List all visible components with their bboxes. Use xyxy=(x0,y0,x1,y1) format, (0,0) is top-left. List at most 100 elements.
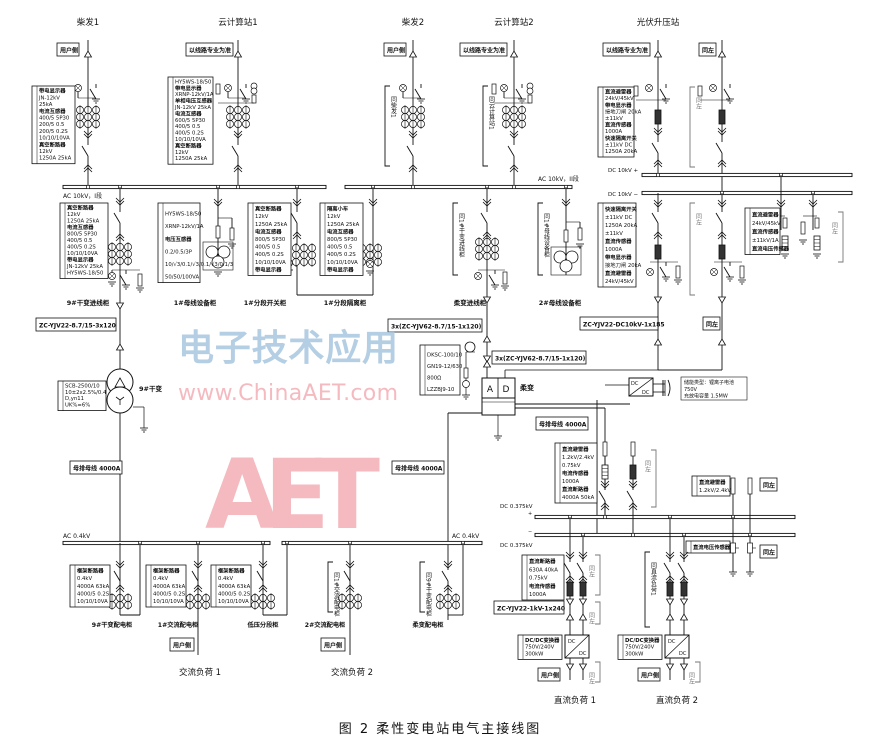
dc-port-label: D xyxy=(503,385,510,395)
same-as-note: 同左 xyxy=(695,213,702,225)
dc-label: DC xyxy=(631,381,639,387)
switch-blade-icon xyxy=(480,212,488,224)
switch-gap xyxy=(656,142,660,153)
plug-connector-icon xyxy=(665,554,675,560)
switch-blade-icon xyxy=(239,88,247,100)
switch-gap xyxy=(682,562,686,573)
spec-line: 400/5 5P30 xyxy=(39,116,70,122)
spec-line: 框架断路器 xyxy=(77,567,104,575)
user-side-tag-text: 用户侧 xyxy=(172,642,191,650)
switch-gap xyxy=(664,88,668,99)
switch-gap xyxy=(603,490,607,501)
same-as-note: 同左 xyxy=(588,672,595,684)
switch-blade-icon xyxy=(659,266,667,278)
spec-line: 直流避雷器 xyxy=(605,269,632,277)
plug-connector-icon xyxy=(565,554,575,560)
per-line-tag-text: 以线路专业为准 xyxy=(189,47,231,55)
dc-up-spec-box xyxy=(554,442,598,504)
spec-line: 10/10/10VA xyxy=(327,260,358,266)
cable-label xyxy=(493,600,565,615)
cable-label xyxy=(579,316,659,331)
cable-terminal-icon xyxy=(408,50,418,58)
spec-line: 4000A 63kA xyxy=(153,584,186,590)
indicator-cross xyxy=(646,85,652,91)
reactor-icon xyxy=(654,109,662,125)
ac9-spec-box xyxy=(69,564,111,608)
ct-icon xyxy=(462,380,470,388)
spec-line: 800/5 5P30 xyxy=(255,237,286,243)
switch-blade-icon xyxy=(343,570,351,582)
cable-terminal-icon xyxy=(115,343,125,351)
bracket xyxy=(327,561,333,613)
cable-label xyxy=(491,350,587,365)
bracket xyxy=(651,449,657,508)
plug-connector-icon xyxy=(509,130,519,136)
cable-terminal-icon xyxy=(717,50,727,58)
spec-line: 0.2/0.5/3P xyxy=(165,249,193,255)
plug-connector-icon xyxy=(679,551,689,557)
spec-line: 10/√3/0.1/√3/0.1/√3/0.1/3 xyxy=(165,261,233,268)
plug-connector-icon xyxy=(653,231,663,237)
fuse-icon xyxy=(800,221,806,235)
bus1-spec-box xyxy=(157,202,201,283)
switch-blade-icon xyxy=(715,142,723,154)
user-side-tag xyxy=(169,637,195,652)
bracket xyxy=(689,202,695,296)
indicator-cross xyxy=(400,85,406,91)
plug-connector-icon xyxy=(233,130,243,136)
spec-line: 10/10/10VA xyxy=(153,599,184,605)
cable-terminal-icon xyxy=(665,598,675,606)
sec1-spec-box xyxy=(247,202,292,276)
plug-connector-icon xyxy=(717,234,727,240)
plug-connector-icon xyxy=(717,199,727,205)
spec-line: 10/10/10VA xyxy=(218,599,249,605)
bus-connection-dot xyxy=(86,185,90,189)
fuse-icon xyxy=(137,273,143,287)
spec-line: 直流传感器 xyxy=(605,237,632,245)
capacitor-icon xyxy=(667,379,671,397)
same-as-note: 同左 xyxy=(695,97,702,109)
spec-line: 300kW xyxy=(525,651,544,657)
load-label: 交流负荷 1 xyxy=(179,667,221,678)
spec-line: 带电显示器 xyxy=(605,101,632,109)
spec-line: 4000/5 0.2S xyxy=(153,591,186,597)
plug-connector-icon xyxy=(717,202,727,208)
bus-connection-dot xyxy=(411,185,415,189)
reactor-icon xyxy=(566,581,574,597)
user-side-tag xyxy=(383,42,407,57)
cable-terminal-icon xyxy=(233,50,243,58)
plug-connector-icon xyxy=(628,483,638,489)
spec-line: 1000A xyxy=(605,129,622,135)
plug-connector-icon xyxy=(408,164,418,170)
switch-gap xyxy=(512,145,516,156)
fuse-icon xyxy=(215,83,221,95)
cable-label-text: 3x(ZC-YJV62-8.7/15-1x120) xyxy=(391,324,482,331)
switch-gap xyxy=(94,88,98,99)
load-label: 直流负荷 1 xyxy=(554,695,596,706)
spec-line: 400/5 0.2S xyxy=(67,245,96,251)
spec-line: 50/50/100VA xyxy=(165,275,199,281)
plug-connector-icon xyxy=(482,231,492,237)
fuse-icon xyxy=(782,217,788,229)
plug-connector-icon xyxy=(509,164,519,170)
switch-gap xyxy=(568,562,572,573)
aet-watermark-logo: AET xyxy=(205,439,380,551)
bus-connection-dot xyxy=(603,515,607,519)
spec-line: 直流传感器 xyxy=(752,228,779,236)
load-label: 交流负荷 2 xyxy=(331,667,373,678)
same-left-tag-text: 同左 xyxy=(702,47,714,55)
spec-line: 电流互感器 xyxy=(175,109,202,117)
switch-blade-icon xyxy=(191,570,199,582)
spec-line: 1250A 25kA xyxy=(327,222,360,228)
reactor-icon xyxy=(680,581,688,597)
user-side-tag xyxy=(56,42,80,57)
plug-connector-icon xyxy=(443,584,453,590)
panel-name: 1#分段隔离柜 xyxy=(324,298,367,307)
switch-blade-icon xyxy=(626,490,634,502)
cable-terminal-icon xyxy=(565,613,575,621)
same-left-tag xyxy=(759,544,778,559)
spec-line: 4000A 50kA xyxy=(562,495,595,501)
spec-line: 200/5 0.2S xyxy=(39,129,68,135)
spec-line: ±11kV DC xyxy=(605,215,633,221)
same-as-note: 同左 xyxy=(688,672,695,684)
